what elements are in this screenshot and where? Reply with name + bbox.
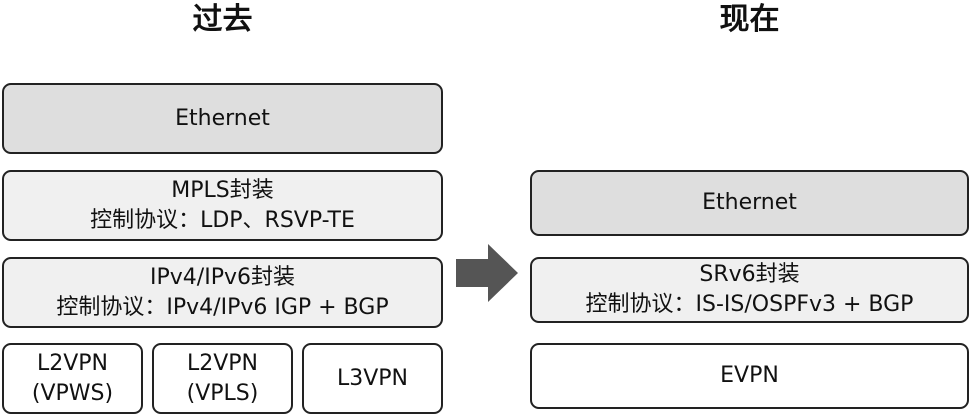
service-type-label: (VPLS) <box>186 380 259 406</box>
present-evpn-layer: EVPN <box>530 343 969 409</box>
present-srv6-encap-label: SRv6封装 <box>699 262 800 287</box>
present-srv6-layer: SRv6封装 控制协议：IS-IS/OSPFv3 + BGP <box>530 257 969 323</box>
present-ethernet-label: Ethernet <box>702 190 797 215</box>
past-ip-encap-label: IPv4/IPv6封装 <box>150 264 295 290</box>
past-ip-control-label: 控制协议：IPv4/IPv6 IGP + BGP <box>56 294 389 320</box>
past-ip-layer: IPv4/IPv6封装 控制协议：IPv4/IPv6 IGP + BGP <box>2 257 443 328</box>
right-arrow-icon <box>456 244 518 302</box>
past-ethernet-label: Ethernet <box>175 105 270 131</box>
present-ethernet-layer: Ethernet <box>530 170 969 236</box>
past-service-l2vpn-vpls: L2VPN (VPLS) <box>152 343 293 414</box>
past-service-l3vpn: L3VPN <box>302 343 443 414</box>
past-service-l2vpn-vpws: L2VPN (VPWS) <box>2 343 143 414</box>
past-mpls-encap-label: MPLS封装 <box>171 177 274 203</box>
present-evpn-label: EVPN <box>720 363 779 388</box>
past-mpls-control-label: 控制协议：LDP、RSVP-TE <box>90 207 355 233</box>
present-srv6-control-label: 控制协议：IS-IS/OSPFv3 + BGP <box>585 292 914 317</box>
past-mpls-layer: MPLS封装 控制协议：LDP、RSVP-TE <box>2 170 443 241</box>
right-arrow-shape <box>456 244 518 302</box>
past-ethernet-layer: Ethernet <box>2 83 443 154</box>
present-title: 现在 <box>719 2 780 37</box>
service-name-label: L2VPN <box>186 350 259 376</box>
service-name-label: L3VPN <box>336 365 409 391</box>
service-name-label: L2VPN <box>36 350 109 376</box>
service-type-label: (VPWS) <box>31 380 114 406</box>
past-title: 过去 <box>192 2 253 37</box>
